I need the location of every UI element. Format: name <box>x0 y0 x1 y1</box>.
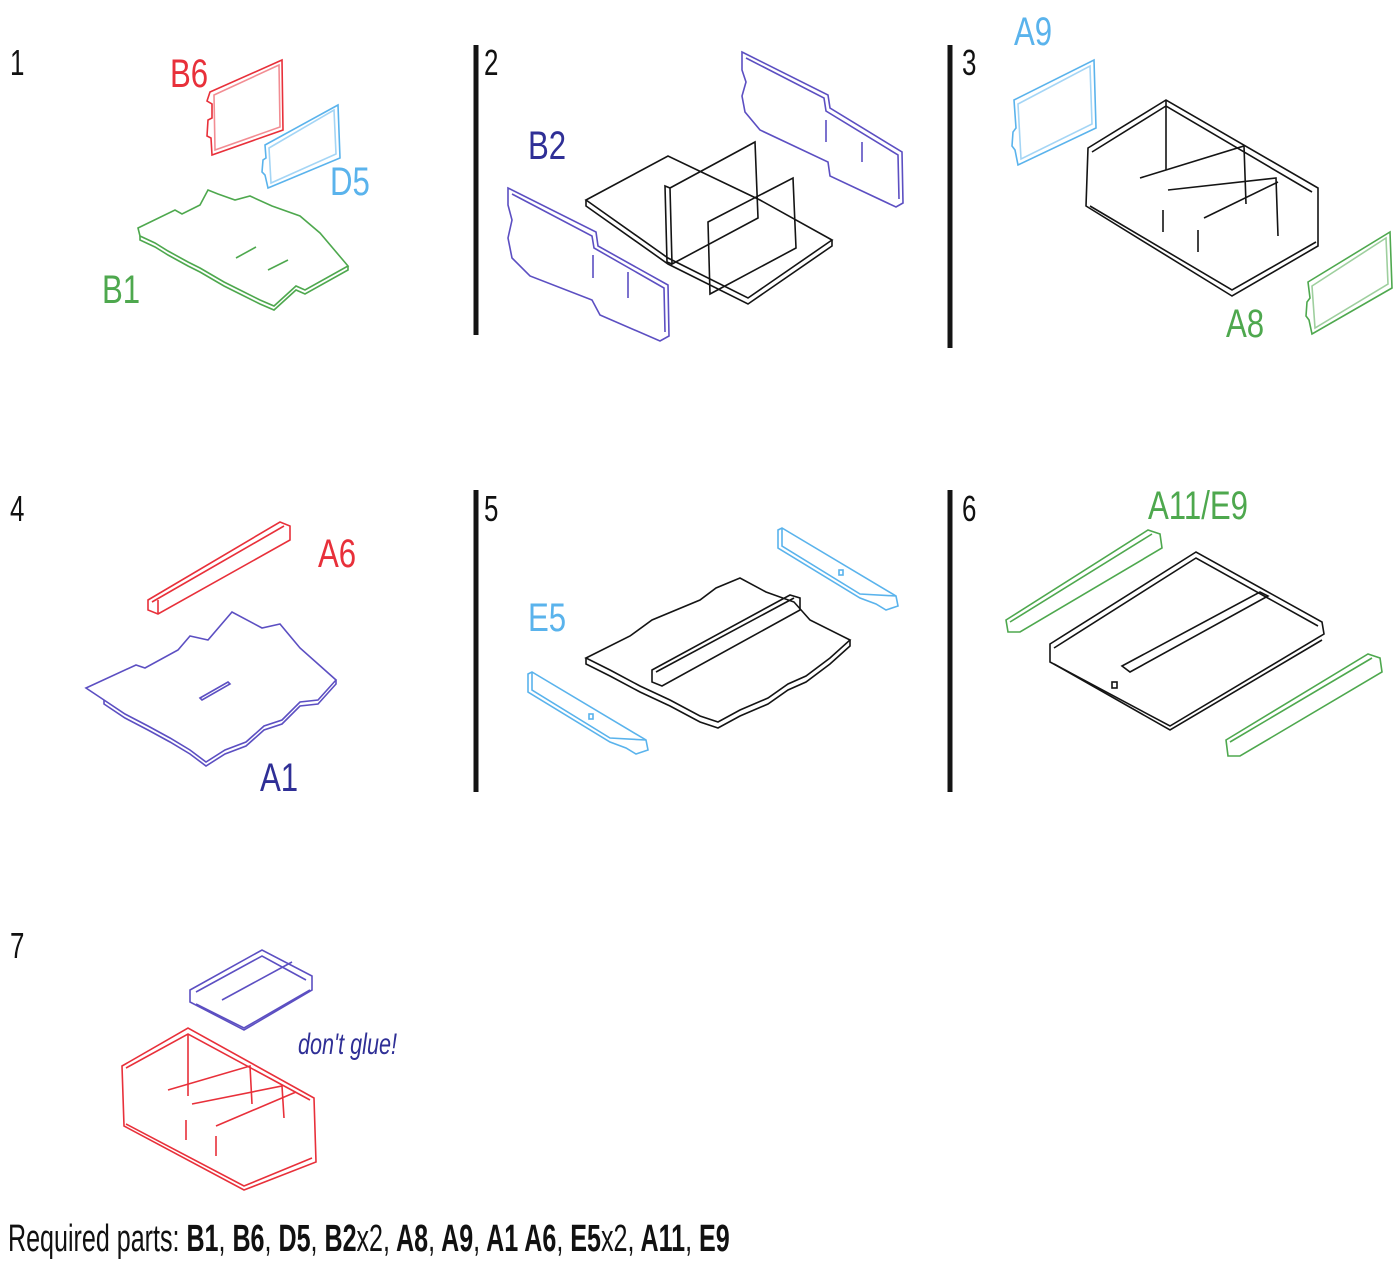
step-5-drawing <box>528 528 898 754</box>
label-a11-e9: A11/E9 <box>1148 484 1248 529</box>
step-number-7: 7 <box>10 925 24 967</box>
label-e5: E5 <box>528 596 566 641</box>
part-e5-right <box>778 528 898 610</box>
step-3-drawing <box>1012 60 1392 334</box>
required-part-name: A8 <box>390 1218 428 1260</box>
label-a1: A1 <box>260 756 298 801</box>
required-part-name: E9 <box>692 1218 730 1260</box>
required-part-separator: , <box>311 1218 318 1260</box>
required-parts-prefix: Required parts: <box>8 1218 179 1260</box>
dont-glue-note: don't glue! <box>298 1028 397 1062</box>
step-6-drawing <box>1006 530 1382 756</box>
step-4-drawing <box>86 522 336 766</box>
part-step7-tray <box>190 950 312 1030</box>
required-part-name: A9 <box>435 1218 473 1260</box>
label-b6: B6 <box>170 52 208 97</box>
part-a9 <box>1012 60 1096 165</box>
required-part-name: A6 <box>518 1218 556 1260</box>
part-b2-right <box>742 52 903 207</box>
label-b2: B2 <box>528 124 566 169</box>
part-step5-assembly <box>586 578 850 728</box>
part-step6-assembly <box>1050 552 1324 730</box>
part-a1 <box>86 612 336 766</box>
required-part-name: D5 <box>271 1218 310 1260</box>
step-number-1: 1 <box>10 42 24 84</box>
step-number-5: 5 <box>484 488 498 530</box>
required-part-separator: , <box>383 1218 390 1260</box>
label-a9: A9 <box>1014 10 1052 55</box>
step-2-drawing <box>508 52 903 341</box>
part-a6 <box>148 522 290 614</box>
part-a11 <box>1006 530 1162 632</box>
required-part-separator: , <box>428 1218 435 1260</box>
required-part-name: B1 <box>186 1218 218 1260</box>
part-b2-left <box>508 188 669 341</box>
label-b1: B1 <box>102 268 140 313</box>
step-number-2: 2 <box>484 42 498 84</box>
required-part-name: A1 <box>480 1218 518 1260</box>
part-step2-base <box>586 142 832 304</box>
required-part-separator: , <box>219 1218 226 1260</box>
step-1-drawing <box>138 60 348 310</box>
part-step3-box <box>1086 100 1318 296</box>
required-part-quantity: x2 <box>601 1218 627 1260</box>
required-part-name: A11 <box>634 1218 685 1260</box>
part-step7-box <box>122 1028 316 1190</box>
required-part-name: B6 <box>225 1218 264 1260</box>
required-part-name: E5 <box>563 1218 601 1260</box>
required-parts-list: B1, B6, D5, B2x2, A8, A9, A1 A6, E5x2, A… <box>186 1218 729 1260</box>
part-e5-left <box>528 672 648 754</box>
step-number-6: 6 <box>962 488 976 530</box>
step-number-3: 3 <box>962 42 976 84</box>
required-part-quantity: x2 <box>357 1218 383 1260</box>
step-7-drawing <box>122 950 316 1190</box>
part-e9 <box>1226 654 1382 756</box>
label-a8: A8 <box>1226 302 1264 347</box>
part-b1 <box>138 190 348 310</box>
part-a8 <box>1306 232 1392 334</box>
label-d5: D5 <box>330 160 370 205</box>
part-d5 <box>262 105 340 188</box>
step-number-4: 4 <box>10 488 24 530</box>
required-part-name: B2 <box>317 1218 356 1260</box>
label-a6: A6 <box>318 532 356 577</box>
required-parts-footer: Required parts: B1, B6, D5, B2x2, A8, A9… <box>8 1218 730 1261</box>
